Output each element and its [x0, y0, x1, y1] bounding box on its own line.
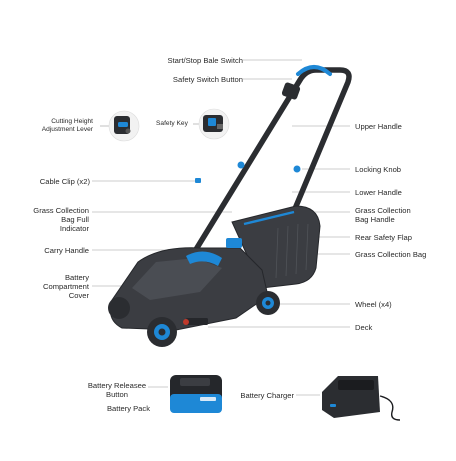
label-upper-handle: Upper Handle	[355, 122, 402, 131]
label-line: Button	[106, 390, 128, 399]
label-cutting-height-lever: Cutting Height Adjustment Lever	[42, 118, 93, 134]
label-line: Bag Handle	[355, 215, 395, 224]
label-line: Bag Full	[61, 215, 89, 224]
label-battery-pack: Battery Pack	[106, 404, 150, 413]
label-battery-compartment-cover: Battery Compartment Cover	[43, 273, 89, 300]
label-line: Cutting Height	[51, 118, 93, 125]
label-cable-clip: Cable Clip (x2)	[39, 177, 90, 186]
label-line: Adjustment Lever	[41, 126, 93, 133]
label-bag-handle: Grass Collection Bag Handle	[355, 206, 411, 224]
mower-deck	[109, 238, 269, 331]
locking-knob-right	[293, 165, 301, 173]
label-locking-knob: Locking Knob	[355, 165, 402, 174]
cable-clip-mark	[195, 178, 201, 183]
label-line: Battery Releasee	[87, 381, 147, 390]
label-bag-full-indicator: Grass Collection Bag Full Indicator	[33, 206, 89, 233]
label-deck: Deck	[355, 323, 373, 332]
label-line: Battery	[64, 273, 89, 282]
label-rear-safety-flap: Rear Safety Flap	[355, 233, 412, 242]
label-line: Cover	[68, 291, 89, 300]
locking-knob-left	[237, 161, 245, 169]
wheels	[108, 291, 280, 347]
mower-handle	[189, 65, 352, 281]
carry-handle-mark	[186, 251, 222, 266]
detail-safety-key	[198, 108, 230, 140]
battery-pack-illustration	[170, 375, 222, 413]
label-start-stop-switch: Start/Stop Bale Switch	[167, 56, 243, 65]
label-battery-release-button: Battery Releasee Button	[72, 381, 162, 399]
bag-full-indicator	[226, 238, 242, 248]
label-wheel: Wheel (x4)	[355, 300, 392, 309]
label-safety-key: Safety Key	[156, 120, 188, 127]
battery-charger-illustration	[322, 376, 401, 421]
detail-cutting-height	[108, 110, 140, 142]
label-lower-handle: Lower Handle	[355, 188, 402, 197]
label-line: Indicator	[59, 224, 89, 233]
label-line: Grass Collection	[33, 206, 89, 215]
label-battery-charger: Battery Charger	[240, 391, 294, 400]
label-safety-switch-button: Safety Switch Button	[172, 75, 243, 84]
label-carry-handle: Carry Handle	[44, 246, 89, 255]
label-line: Grass Collection	[355, 206, 411, 215]
label-grass-collection-bag: Grass Collection Bag	[355, 250, 427, 259]
label-line: Compartment	[42, 282, 89, 291]
